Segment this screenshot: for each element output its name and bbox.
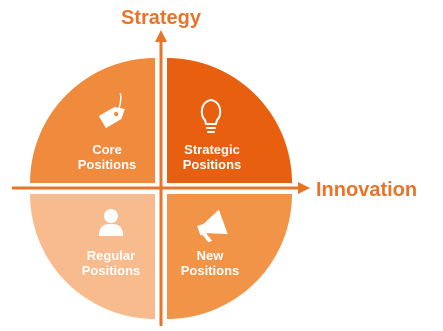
lightbulb-icon bbox=[200, 99, 222, 133]
quadrant-strategic-positions bbox=[167, 58, 292, 183]
innovation-axis-arrowhead bbox=[298, 182, 310, 194]
quadrant-label-new-line1: New bbox=[197, 248, 225, 263]
quadrant-label-core-line2: Positions bbox=[78, 157, 137, 172]
quadrant-label-regular-line2: Positions bbox=[82, 263, 141, 278]
quadrant-regular-positions bbox=[30, 194, 155, 319]
quadrant-label-new-line2: Positions bbox=[181, 263, 240, 278]
axis-title-strategy: Strategy bbox=[121, 7, 202, 29]
person-icon bbox=[99, 209, 123, 236]
quadrant-label-regular-line1: Regular bbox=[87, 248, 135, 263]
quadrant-label-core-line1: Core bbox=[92, 142, 122, 157]
megaphone-icon bbox=[197, 209, 228, 243]
quadrant-label-strategic-line1: Strategic bbox=[184, 142, 240, 157]
strategy-axis-arrowhead bbox=[155, 30, 167, 42]
axis-title-innovation: Innovation bbox=[316, 179, 417, 201]
quadrant-core-positions bbox=[30, 58, 155, 183]
tag-icon bbox=[98, 92, 125, 129]
quadrant-label-strategic-line2: Positions bbox=[183, 157, 242, 172]
quadrant-new-positions bbox=[167, 194, 292, 319]
